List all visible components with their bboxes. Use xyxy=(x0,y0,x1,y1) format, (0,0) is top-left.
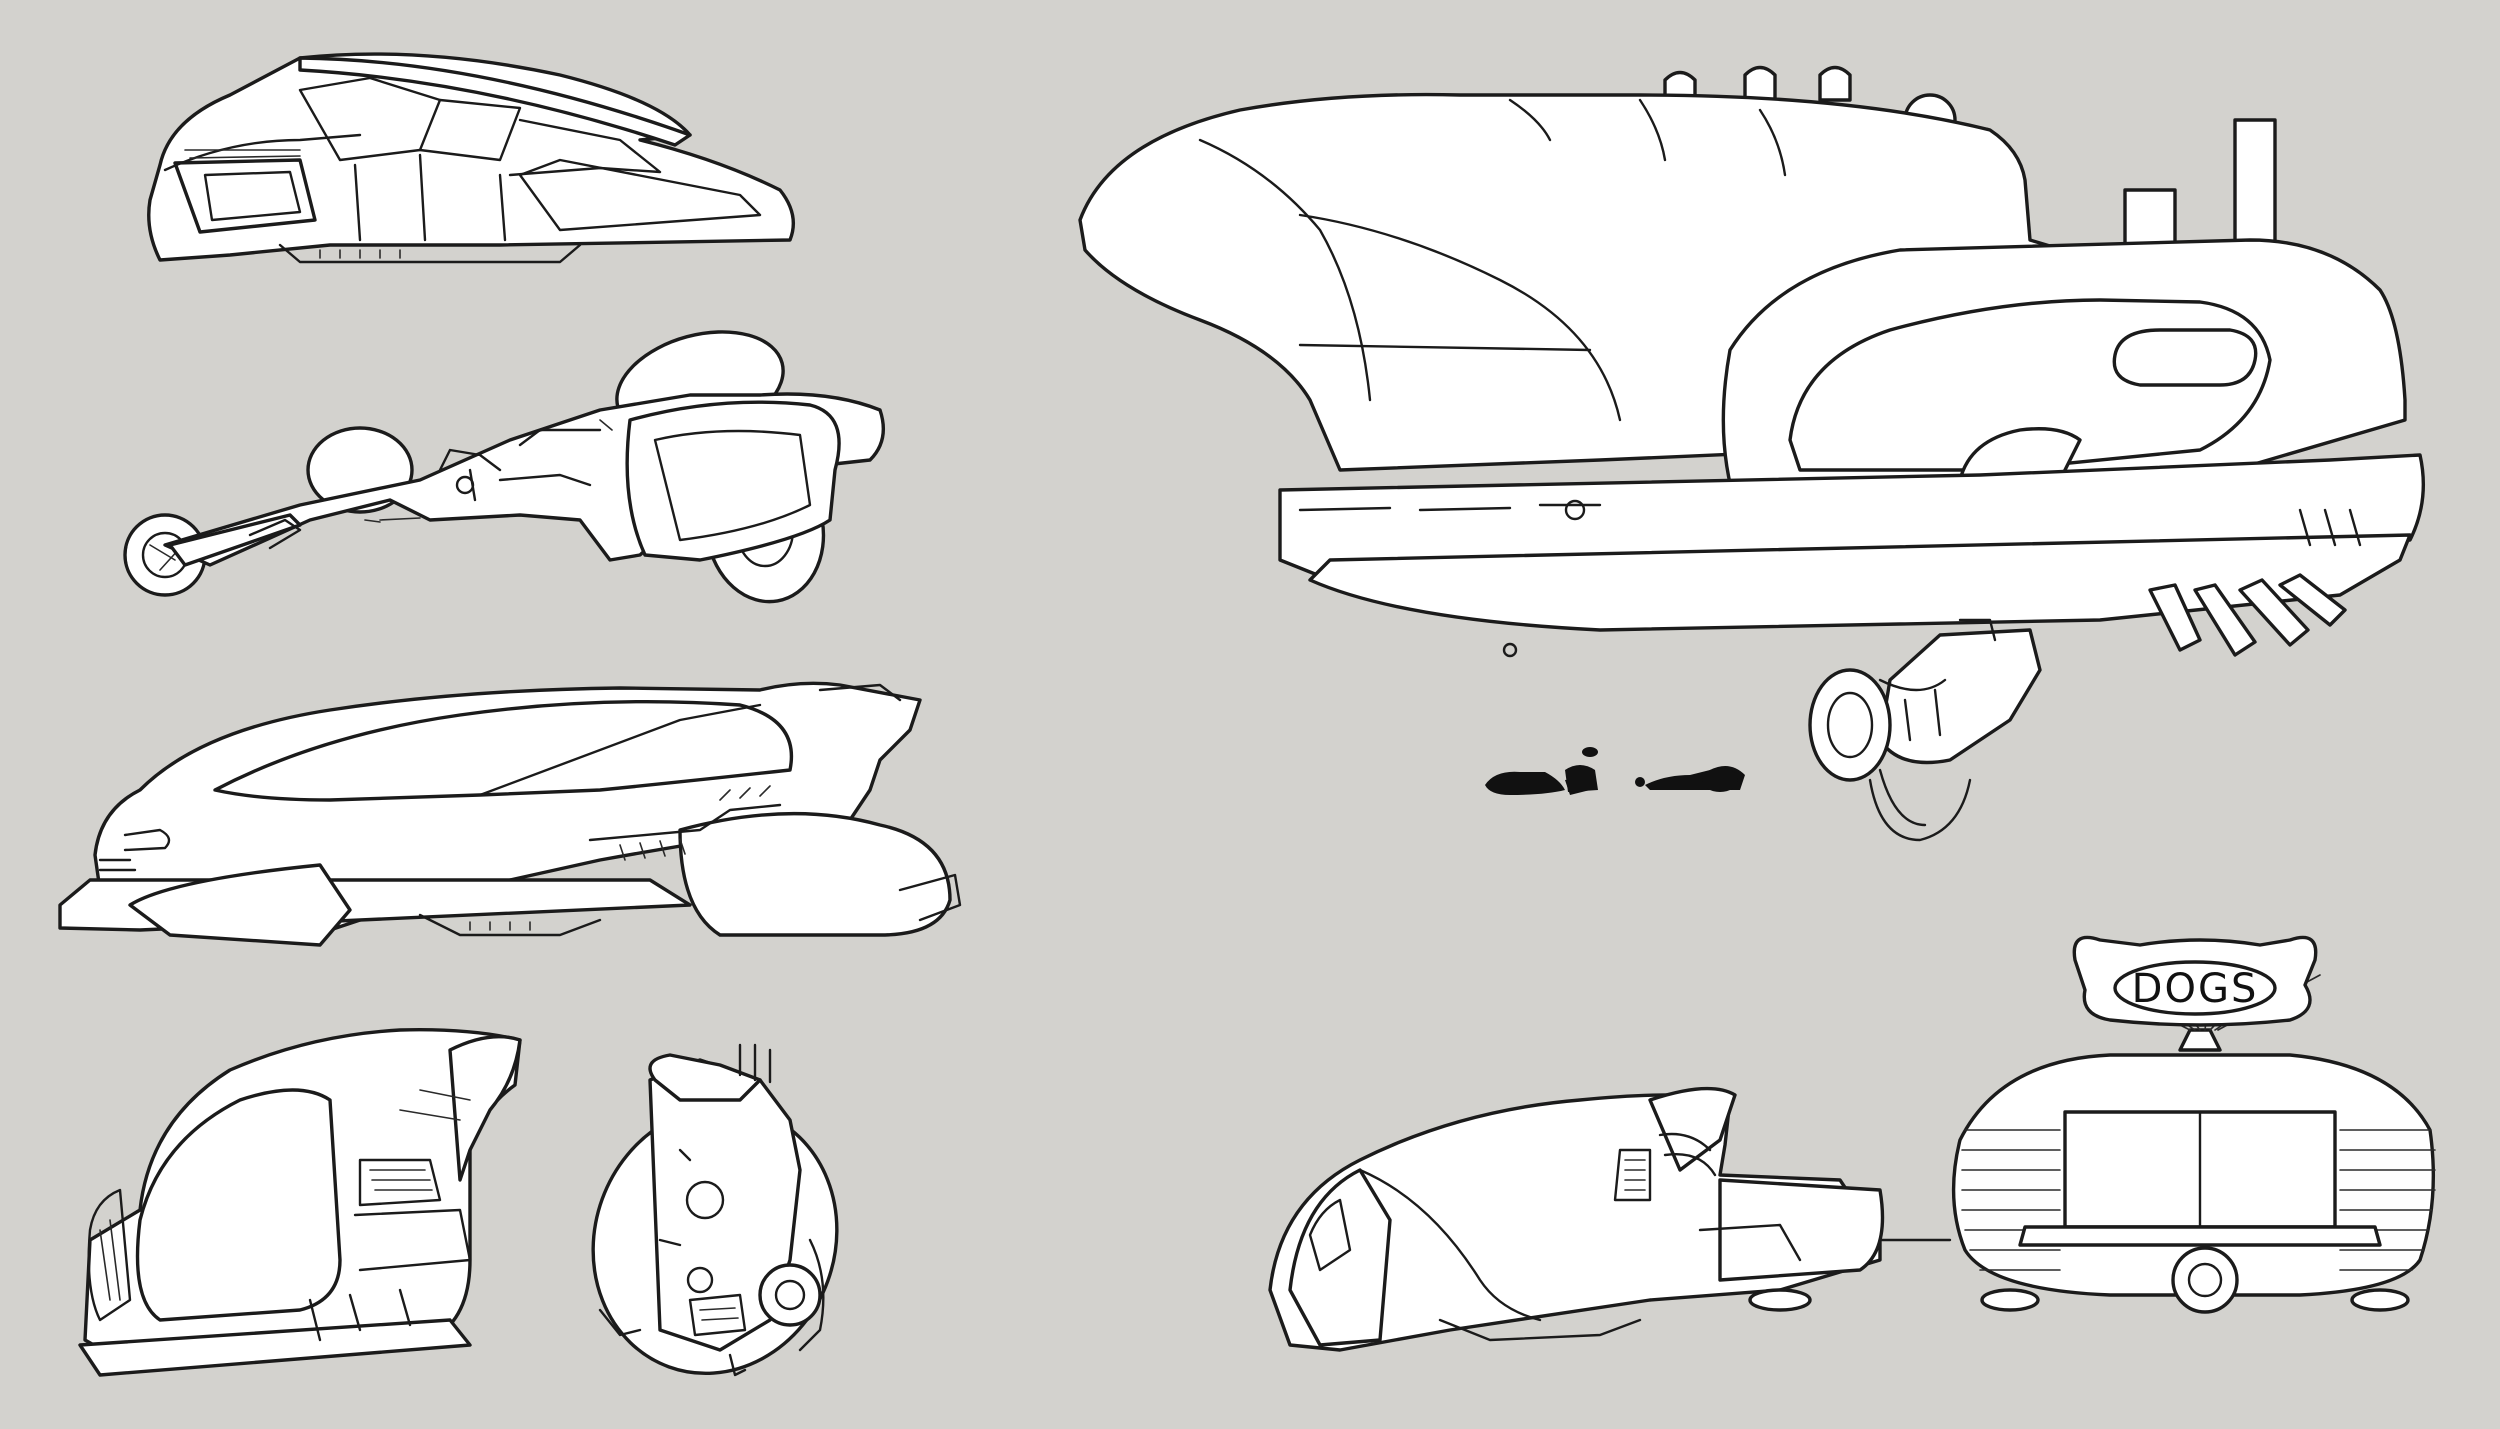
cab-pod-sketch xyxy=(78,1028,522,1377)
hover-shuttle-sketch xyxy=(147,52,795,264)
hover-car-sketch xyxy=(58,681,962,947)
dogs-sign-label: DOGS xyxy=(2132,966,2259,1012)
monowheel-sketch xyxy=(591,1043,839,1377)
dogs-sign: DOGS xyxy=(2072,935,2318,1027)
food-truck-with-trailer-sketch xyxy=(1268,974,2436,1352)
flying-airship-sketch xyxy=(1078,65,2425,842)
three-wheel-bike-sketch xyxy=(123,330,885,604)
scale-silhouettes xyxy=(1485,747,1745,795)
